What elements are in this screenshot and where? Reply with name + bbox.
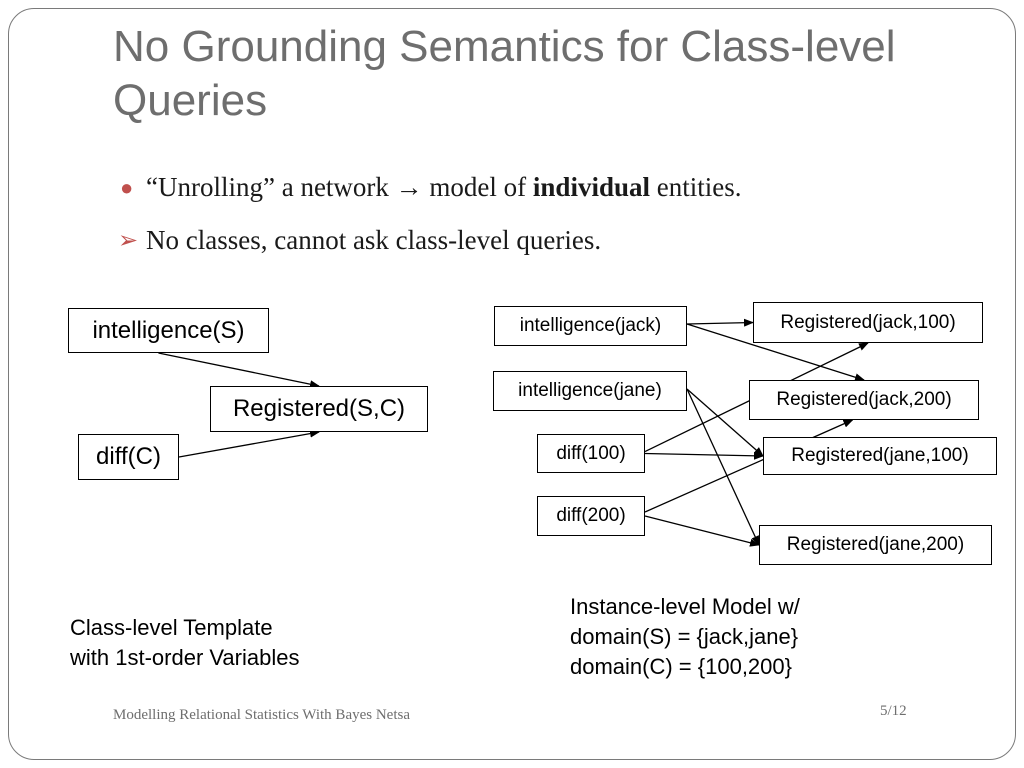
edge-int_jack-to-reg_jack_100 <box>686 318 754 327</box>
bullet-1-text: “Unrolling” a network → model of <box>146 172 533 202</box>
bullet-arrow-icon: ➢ <box>118 228 139 254</box>
slide-title: No Grounding Semantics for Class-level Q… <box>113 22 896 125</box>
node-diff-c: diff(C) <box>78 434 179 480</box>
edge-intelligence-to-registered <box>158 352 320 389</box>
edge-int_jane-to-reg_jane_200 <box>686 388 760 546</box>
bullet-dot-icon: ● <box>120 175 134 200</box>
node-diff-200: diff(200) <box>537 496 645 536</box>
bullet-2: ➢ No classes, cannot ask class-level que… <box>118 225 602 256</box>
class-level-caption: Class-level Template with 1st-order Vari… <box>70 613 299 673</box>
class-caption-line: with 1st-order Variables <box>70 645 300 670</box>
node-registered-jack-200: Registered(jack,200) <box>749 380 979 420</box>
node-intelligence-jack: intelligence(jack) <box>494 306 687 346</box>
bullet-1-bold: individual <box>532 172 650 202</box>
node-registered-s-c: Registered(S,C) <box>210 386 428 432</box>
node-registered-jane-100: Registered(jane,100) <box>763 437 997 475</box>
instance-caption-line: domain(S) = {jack,jane} <box>570 624 799 649</box>
instance-level-caption: Instance-level Model w/ domain(S) = {jac… <box>570 592 800 682</box>
slide-frame <box>8 8 1016 760</box>
bullet-1: ● “Unrolling” a network → model of indiv… <box>120 172 742 203</box>
class-caption-line: Class-level Template <box>70 615 273 640</box>
node-registered-jane-200: Registered(jane,200) <box>759 525 992 565</box>
bullet-1-tail: entities. <box>649 172 742 202</box>
edge-diff100-to-reg_jane_100 <box>644 451 764 460</box>
node-registered-jack-100: Registered(jack,100) <box>753 302 983 343</box>
instance-caption-line: domain(C) = {100,200} <box>570 654 792 679</box>
node-intelligence-s: intelligence(S) <box>68 308 269 353</box>
edge-diff-to-registered <box>178 429 320 458</box>
node-diff-100: diff(100) <box>537 434 645 473</box>
instance-caption-line: Instance-level Model w/ <box>570 594 800 619</box>
edge-int_jane-to-reg_jane_100 <box>686 388 764 457</box>
footer-text: Modelling Relational Statistics With Bay… <box>113 707 410 723</box>
node-intelligence-jane: intelligence(jane) <box>493 371 687 411</box>
edge-diff200-to-reg_jane_200 <box>644 515 760 547</box>
edge-diff200-to-reg_jack_200 <box>644 419 854 513</box>
edge-int_jack-to-reg_jack_200 <box>686 323 865 382</box>
page-number: 5/12 <box>880 703 907 719</box>
bullet-2-text: No classes, cannot ask class-level queri… <box>146 225 602 255</box>
